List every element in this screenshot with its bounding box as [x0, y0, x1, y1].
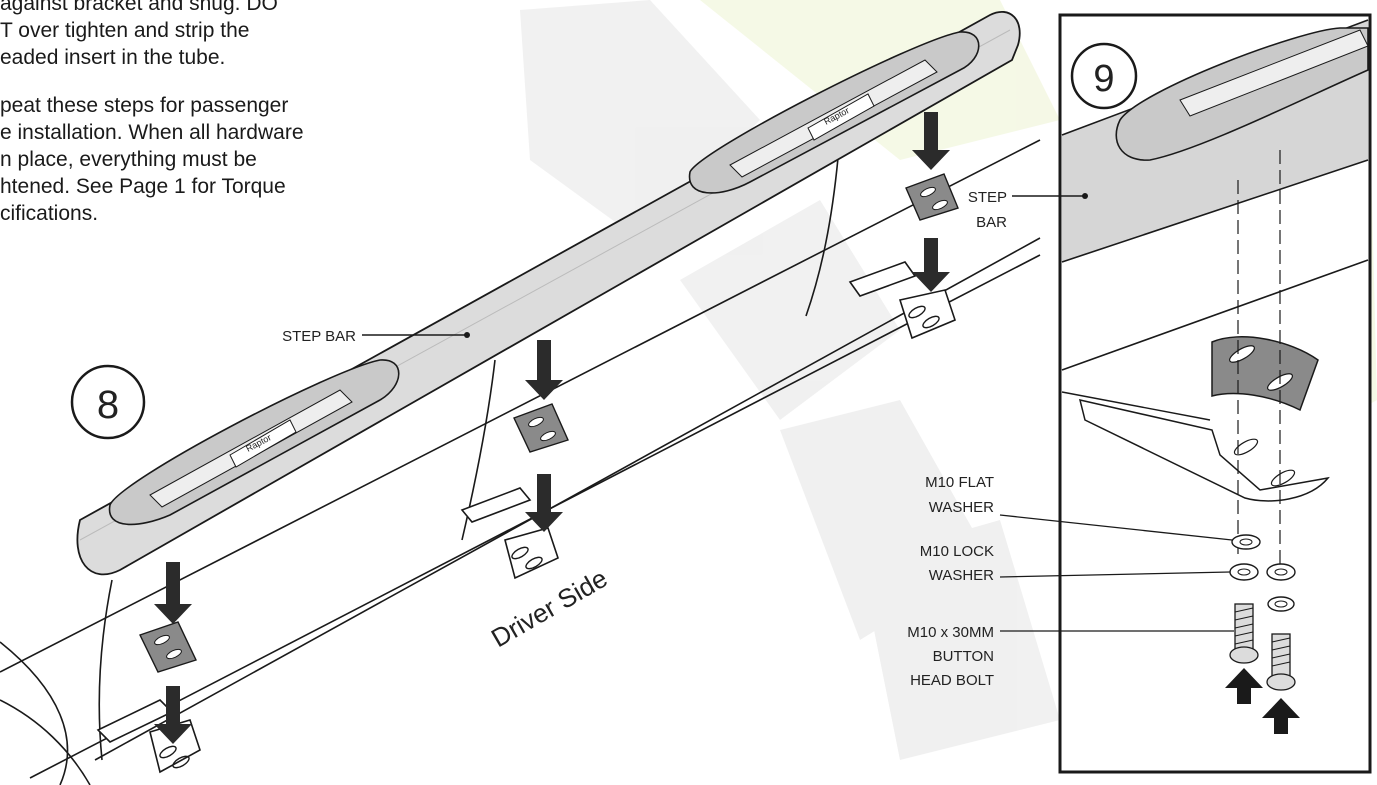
- bolt-label: M10 x 30MM: [907, 624, 994, 641]
- flat-washer-callout: M10 FLAT WASHER: [925, 474, 1233, 541]
- instruction-line: peat these steps for passenger: [0, 94, 289, 117]
- lock-washer-label: WASHER: [929, 567, 994, 584]
- flat-washer-label: WASHER: [929, 499, 994, 516]
- instructions-paragraph-2: peat these steps for passenger e install…: [0, 92, 304, 227]
- step-bar-label: BAR: [976, 214, 1007, 231]
- hardware-stack: [1229, 534, 1296, 691]
- saddle-plates: [139, 173, 959, 673]
- step-bar-label: STEP: [968, 189, 1007, 206]
- detail-inset: [1058, 13, 1372, 774]
- step-bar-label: STEP BAR: [282, 328, 356, 345]
- step-9-badge: 9: [1070, 42, 1138, 110]
- bolt-callout: M10 x 30MM BUTTON HEAD BOLT: [907, 624, 1234, 689]
- truck-body: [0, 139, 1041, 785]
- instruction-line: n place, everything must be: [0, 148, 257, 171]
- instructions-paragraph-1: against bracket and snug. DO T over tigh…: [0, 0, 278, 71]
- flat-washer-label: M10 FLAT: [925, 474, 994, 491]
- instruction-line: eaded insert in the tube.: [0, 46, 226, 69]
- instruction-line: against bracket and snug. DO: [0, 0, 278, 15]
- step-number: 9: [1093, 58, 1114, 100]
- lower-brackets: [96, 261, 956, 774]
- step-8-badge: 8: [70, 364, 146, 440]
- bolt-label: BUTTON: [933, 648, 994, 665]
- step9-step-bar-callout: STEP BAR: [968, 189, 1088, 231]
- up-arrows: [1225, 668, 1300, 734]
- bolt-label: HEAD BOLT: [910, 672, 994, 689]
- instruction-line: htened. See Page 1 for Torque: [0, 175, 286, 198]
- lock-washer-label: M10 LOCK: [920, 543, 994, 560]
- down-arrows: [154, 112, 950, 744]
- instruction-line: e installation. When all hardware: [0, 121, 304, 144]
- driver-side-label: Driver Side: [486, 563, 612, 653]
- lock-washer-callout: M10 LOCK WASHER: [920, 543, 1231, 584]
- instruction-line: cifications.: [0, 202, 99, 225]
- step-bar-callout: STEP BAR: [282, 328, 470, 345]
- step-number: 8: [97, 383, 119, 427]
- instruction-line: T over tighten and strip the: [0, 19, 250, 42]
